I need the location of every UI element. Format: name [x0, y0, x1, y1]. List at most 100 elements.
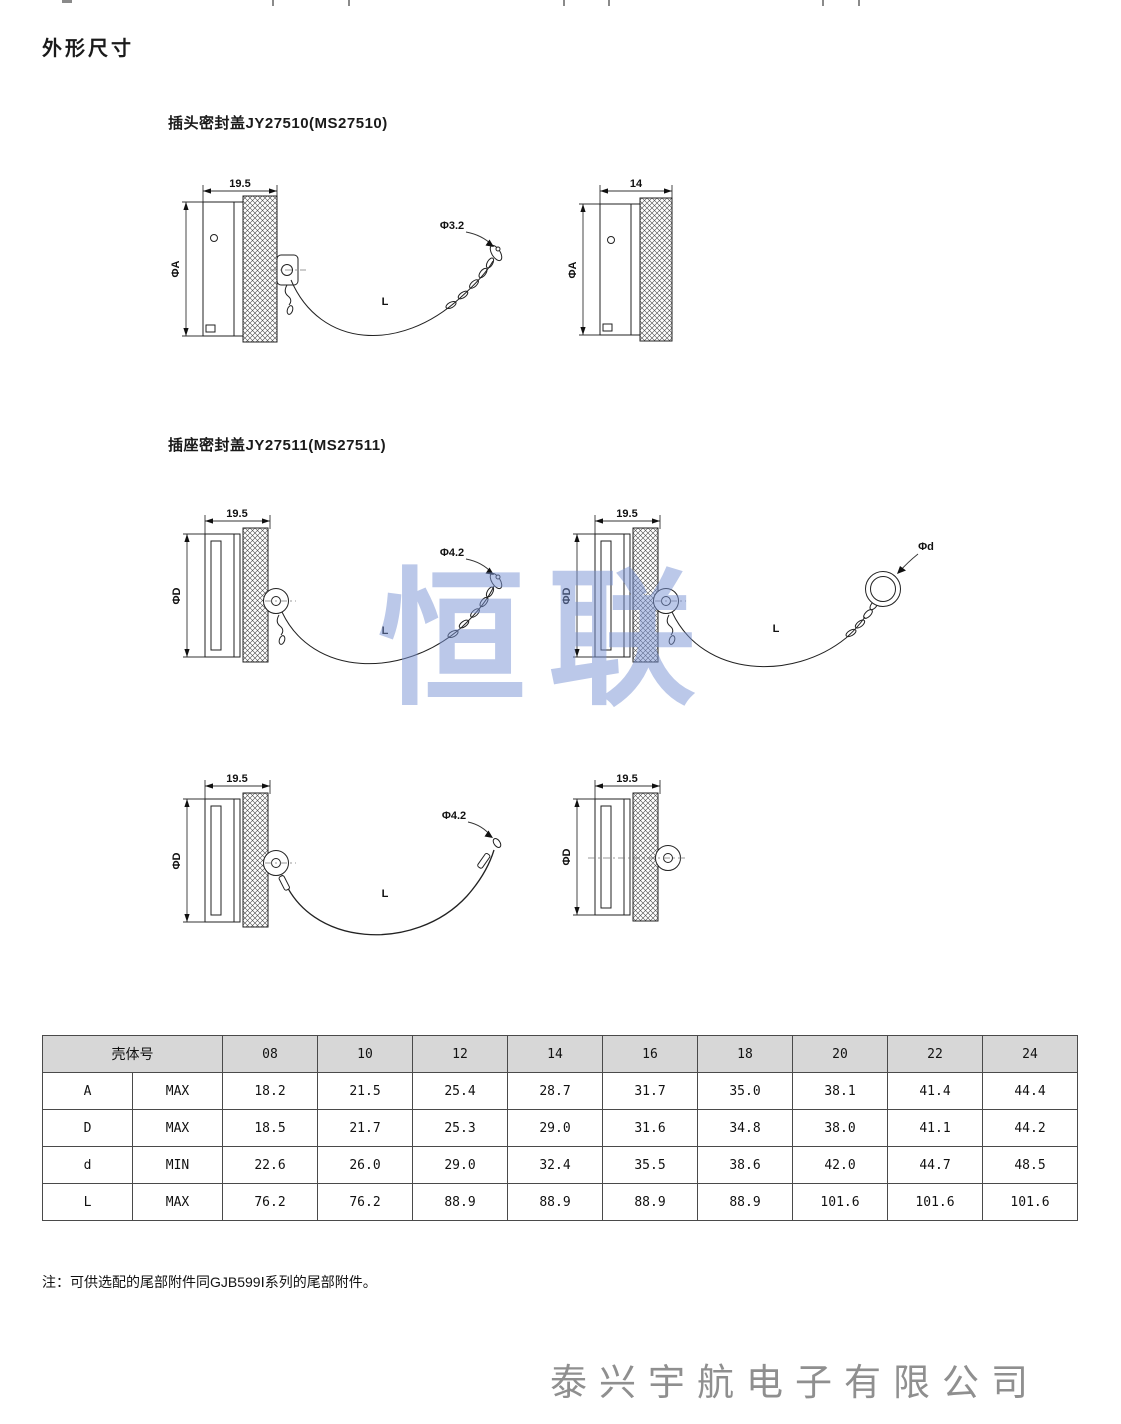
- rope-ferrule-right: [477, 853, 491, 869]
- page-title: 外形尺寸: [42, 38, 134, 60]
- table-cell: 35.0: [697, 1072, 793, 1110]
- drawing-plug-cap-end: 14 ΦA: [567, 178, 673, 342]
- table-cell: 25.4: [412, 1072, 508, 1110]
- table-cell: 76.2: [222, 1183, 318, 1221]
- table-header-cell: 12: [412, 1035, 508, 1073]
- page-edge-artifact: [858, 0, 860, 6]
- chain-links: [445, 257, 495, 310]
- table-header-row: 壳体号 08 10 12 14 16 18 20 22 24: [42, 1035, 1078, 1073]
- table-cell: 44.7: [887, 1146, 983, 1184]
- param-cell: L: [42, 1183, 133, 1221]
- table-cell: 38.1: [792, 1072, 888, 1110]
- length-dim-label: L: [773, 623, 780, 635]
- limit-cell: MAX: [132, 1183, 223, 1221]
- company-watermark: 泰兴宇航电子有限公司: [550, 1363, 1040, 1404]
- page-edge-artifact: [563, 0, 565, 6]
- hook: [284, 284, 292, 306]
- width-dim-label: 19.5: [616, 773, 637, 785]
- cap-body: [594, 533, 631, 658]
- table-cell: 29.0: [412, 1146, 508, 1184]
- table-cell: 88.9: [697, 1183, 793, 1221]
- table-cell: 31.6: [602, 1109, 698, 1147]
- cap-body: [599, 203, 641, 336]
- diameter-dim-label: ΦD: [171, 852, 183, 869]
- param-cell: D: [42, 1109, 133, 1147]
- knurled-ring: [242, 195, 278, 343]
- table-cell: 28.7: [507, 1072, 603, 1110]
- drawing-receptacle-cap-ring: 19.5 ΦD Φd L: [561, 508, 934, 668]
- table-header-cell: 08: [222, 1035, 318, 1073]
- table-header-cell: 24: [982, 1035, 1078, 1073]
- pull-ring: [865, 571, 901, 607]
- table-cell: 88.9: [602, 1183, 698, 1221]
- cap-body: [202, 201, 244, 337]
- page-edge-artifact: [272, 0, 274, 6]
- limit-cell: MAX: [132, 1109, 223, 1147]
- table-cell: 32.4: [507, 1146, 603, 1184]
- table-cell: 21.5: [317, 1072, 413, 1110]
- table-header-cell: 16: [602, 1035, 698, 1073]
- table-cell: 38.6: [697, 1146, 793, 1184]
- table-cell: 21.7: [317, 1109, 413, 1147]
- ring-dim-label: Φd: [918, 541, 934, 553]
- knurled-ring: [242, 527, 269, 663]
- table-row: A MAX 18.2 21.5 25.4 28.7 31.7 35.0 38.1…: [42, 1072, 1078, 1110]
- section-heading-receptacle-cap: 插座密封盖JY27511(MS27511): [168, 437, 387, 454]
- width-dim-label: 19.5: [226, 508, 247, 520]
- table-cell: 101.6: [982, 1183, 1078, 1221]
- table-header-cell: 10: [317, 1035, 413, 1073]
- param-cell: A: [42, 1072, 133, 1110]
- dimension-table: 壳体号 08 10 12 14 16 18 20 22 24 A MAX 18.…: [42, 1035, 1078, 1221]
- width-dim-label: 14: [630, 178, 643, 190]
- length-dim-label: L: [382, 296, 389, 308]
- page-edge-artifact: [62, 0, 72, 3]
- drawing-receptacle-cap-chain: 19.5 ΦD Φ4.2 L: [171, 508, 503, 665]
- cap-body: [204, 533, 241, 658]
- table-cell: 18.2: [222, 1072, 318, 1110]
- table-header-cell: 18: [697, 1035, 793, 1073]
- table-cell: 25.3: [412, 1109, 508, 1147]
- table-cell: 35.5: [602, 1146, 698, 1184]
- diameter-dim-label: ΦD: [561, 848, 573, 865]
- table-cell: 44.2: [982, 1109, 1078, 1147]
- table-cell: 41.4: [887, 1072, 983, 1110]
- table-cell: 42.0: [792, 1146, 888, 1184]
- rope-ferrule-left: [278, 875, 290, 891]
- table-cell: 88.9: [412, 1183, 508, 1221]
- cap-body: [204, 798, 241, 923]
- chain-links: [845, 599, 879, 638]
- hole-dim-label: Φ4.2: [442, 810, 466, 822]
- table-cell: 26.0: [317, 1146, 413, 1184]
- limit-cell: MIN: [132, 1146, 223, 1184]
- diameter-dimension: [182, 201, 204, 337]
- table-cell: 48.5: [982, 1146, 1078, 1184]
- limit-cell: MAX: [132, 1072, 223, 1110]
- hole-dim-label: Φ4.2: [440, 547, 464, 559]
- footnote: 注：可供选配的尾部附件同GJB599Ⅰ系列的尾部附件。: [42, 1274, 377, 1290]
- hole-dim-label: Φ3.2: [440, 220, 464, 232]
- table-row: L MAX 76.2 76.2 88.9 88.9 88.9 88.9 101.…: [42, 1183, 1078, 1221]
- diameter-dim-label: ΦD: [171, 587, 183, 604]
- width-dim-label: 19.5: [229, 178, 250, 190]
- table-cell: 76.2: [317, 1183, 413, 1221]
- table-row: d MIN 22.6 26.0 29.0 32.4 35.5 38.6 42.0…: [42, 1146, 1078, 1184]
- knurled-ring: [639, 197, 673, 342]
- table-cell: 101.6: [887, 1183, 983, 1221]
- table-header-cell: 20: [792, 1035, 888, 1073]
- length-dim-label: L: [382, 888, 389, 900]
- lanyard-curve: [281, 585, 495, 665]
- diameter-dim-label: ΦD: [561, 587, 573, 604]
- drawing-receptacle-cap-rope: 19.5 ΦD Φ4.2 L: [171, 773, 502, 936]
- table-cell: 88.9: [507, 1183, 603, 1221]
- rope-curve: [281, 849, 495, 936]
- table-header-cell: 14: [507, 1035, 603, 1073]
- knurled-ring: [632, 527, 659, 663]
- knurled-ring: [632, 792, 659, 922]
- table-row: D MAX 18.5 21.7 25.3 29.0 31.6 34.8 38.0…: [42, 1109, 1078, 1147]
- hook: [276, 614, 284, 636]
- page-edge-artifact: [822, 0, 824, 6]
- width-dim-label: 19.5: [616, 508, 637, 520]
- hook: [666, 614, 674, 636]
- table-cell: 38.0: [792, 1109, 888, 1147]
- drawing-plug-cap-with-chain: 19.5 ΦA Φ3.2 L: [170, 178, 503, 343]
